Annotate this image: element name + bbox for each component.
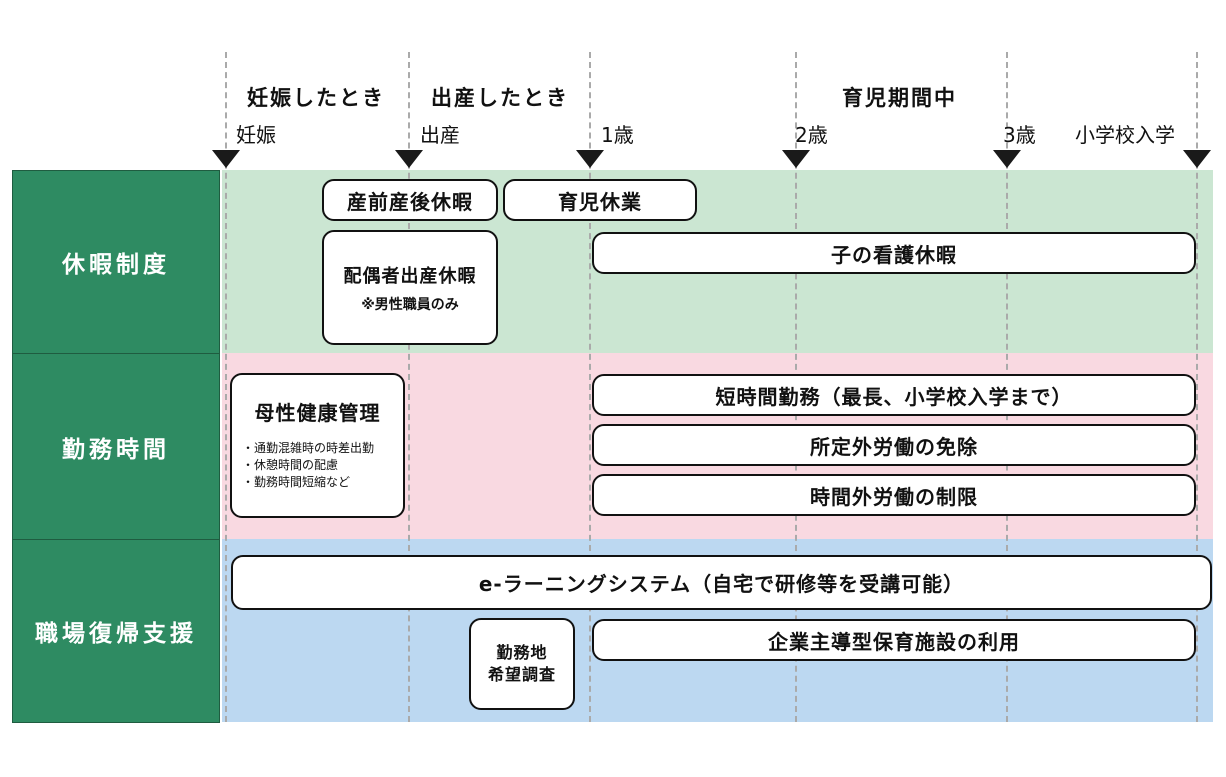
sick-child-leave-label: 子の看護休暇	[831, 242, 957, 267]
overtime-limit-label: 時間外労働の制限	[810, 484, 978, 509]
milestone-birth: 出産	[420, 123, 460, 147]
daycare-label: 企業主導型保育施設の利用	[768, 629, 1020, 654]
phase-pregnancy: 妊娠したとき	[247, 86, 385, 110]
overtime-exemption-box: 所定外労働の免除	[592, 424, 1196, 466]
elearning-box: e-ラーニングシステム（自宅で研修等を受講可能）	[231, 555, 1212, 610]
location-survey-label-1: 勤務地	[496, 643, 548, 662]
daycare-box: 企業主導型保育施設の利用	[592, 619, 1196, 661]
overtime-limit-box: 時間外労働の制限	[592, 474, 1196, 516]
marker-triangle-birth	[395, 150, 423, 168]
maternity-leave-label: 産前産後休暇	[347, 189, 473, 214]
marker-triangle-age3	[993, 150, 1021, 168]
maternal-health-note-3: ・勤務時間短縮など	[242, 475, 351, 489]
row-header-hours: 勤務時間	[12, 353, 220, 540]
short-hours-box: 短時間勤務（最長、小学校入学まで）	[592, 374, 1196, 416]
spouse-leave-label: 配偶者出産休暇	[343, 265, 477, 287]
location-survey-box: 勤務地 希望調査	[469, 618, 575, 710]
spouse-leave-note: ※男性職員のみ	[361, 296, 459, 313]
marker-triangle-age2	[782, 150, 810, 168]
timeline-line-birth	[408, 52, 410, 722]
milestone-pregnancy: 妊娠	[236, 123, 276, 147]
marker-triangle-pregnancy	[212, 150, 240, 168]
timeline-line-age1	[589, 52, 591, 722]
row-header-leave: 休暇制度	[12, 170, 220, 354]
maternal-health-box: 母性健康管理 ・通勤混雑時の時差出勤 ・休憩時間の配慮 ・勤務時間短縮など	[230, 373, 405, 518]
marker-triangle-age1	[576, 150, 604, 168]
milestone-school: 小学校入学	[1075, 123, 1175, 147]
maternity-leave-box: 産前産後休暇	[322, 179, 498, 221]
maternal-health-note-1: ・通勤混雑時の時差出勤	[242, 441, 375, 455]
phase-childcare: 育児期間中	[842, 86, 957, 110]
maternal-health-note-2: ・休憩時間の配慮	[242, 458, 339, 472]
timeline-line-pregnancy	[225, 52, 227, 722]
row-header-return: 職場復帰支援	[12, 539, 220, 723]
spouse-leave-box: 配偶者出産休暇 ※男性職員のみ	[322, 230, 498, 345]
milestone-age2: 2歳	[795, 123, 828, 147]
maternal-health-label: 母性健康管理	[254, 401, 381, 425]
phase-birth: 出産したとき	[431, 86, 569, 110]
marker-triangle-school	[1183, 150, 1211, 168]
overtime-exemption-label: 所定外労働の免除	[810, 434, 978, 459]
location-survey-label-2: 希望調査	[487, 665, 556, 684]
childcare-leave-label: 育児休業	[558, 189, 642, 214]
short-hours-label: 短時間勤務（最長、小学校入学まで）	[715, 384, 1073, 409]
childcare-leave-box: 育児休業	[503, 179, 697, 221]
elearning-label: e-ラーニングシステム（自宅で研修等を受講可能）	[478, 572, 965, 596]
milestone-age3: 3歳	[1003, 123, 1036, 147]
timeline-line-school	[1196, 52, 1198, 722]
milestone-age1: 1歳	[601, 123, 634, 147]
sick-child-leave-box: 子の看護休暇	[592, 232, 1196, 274]
